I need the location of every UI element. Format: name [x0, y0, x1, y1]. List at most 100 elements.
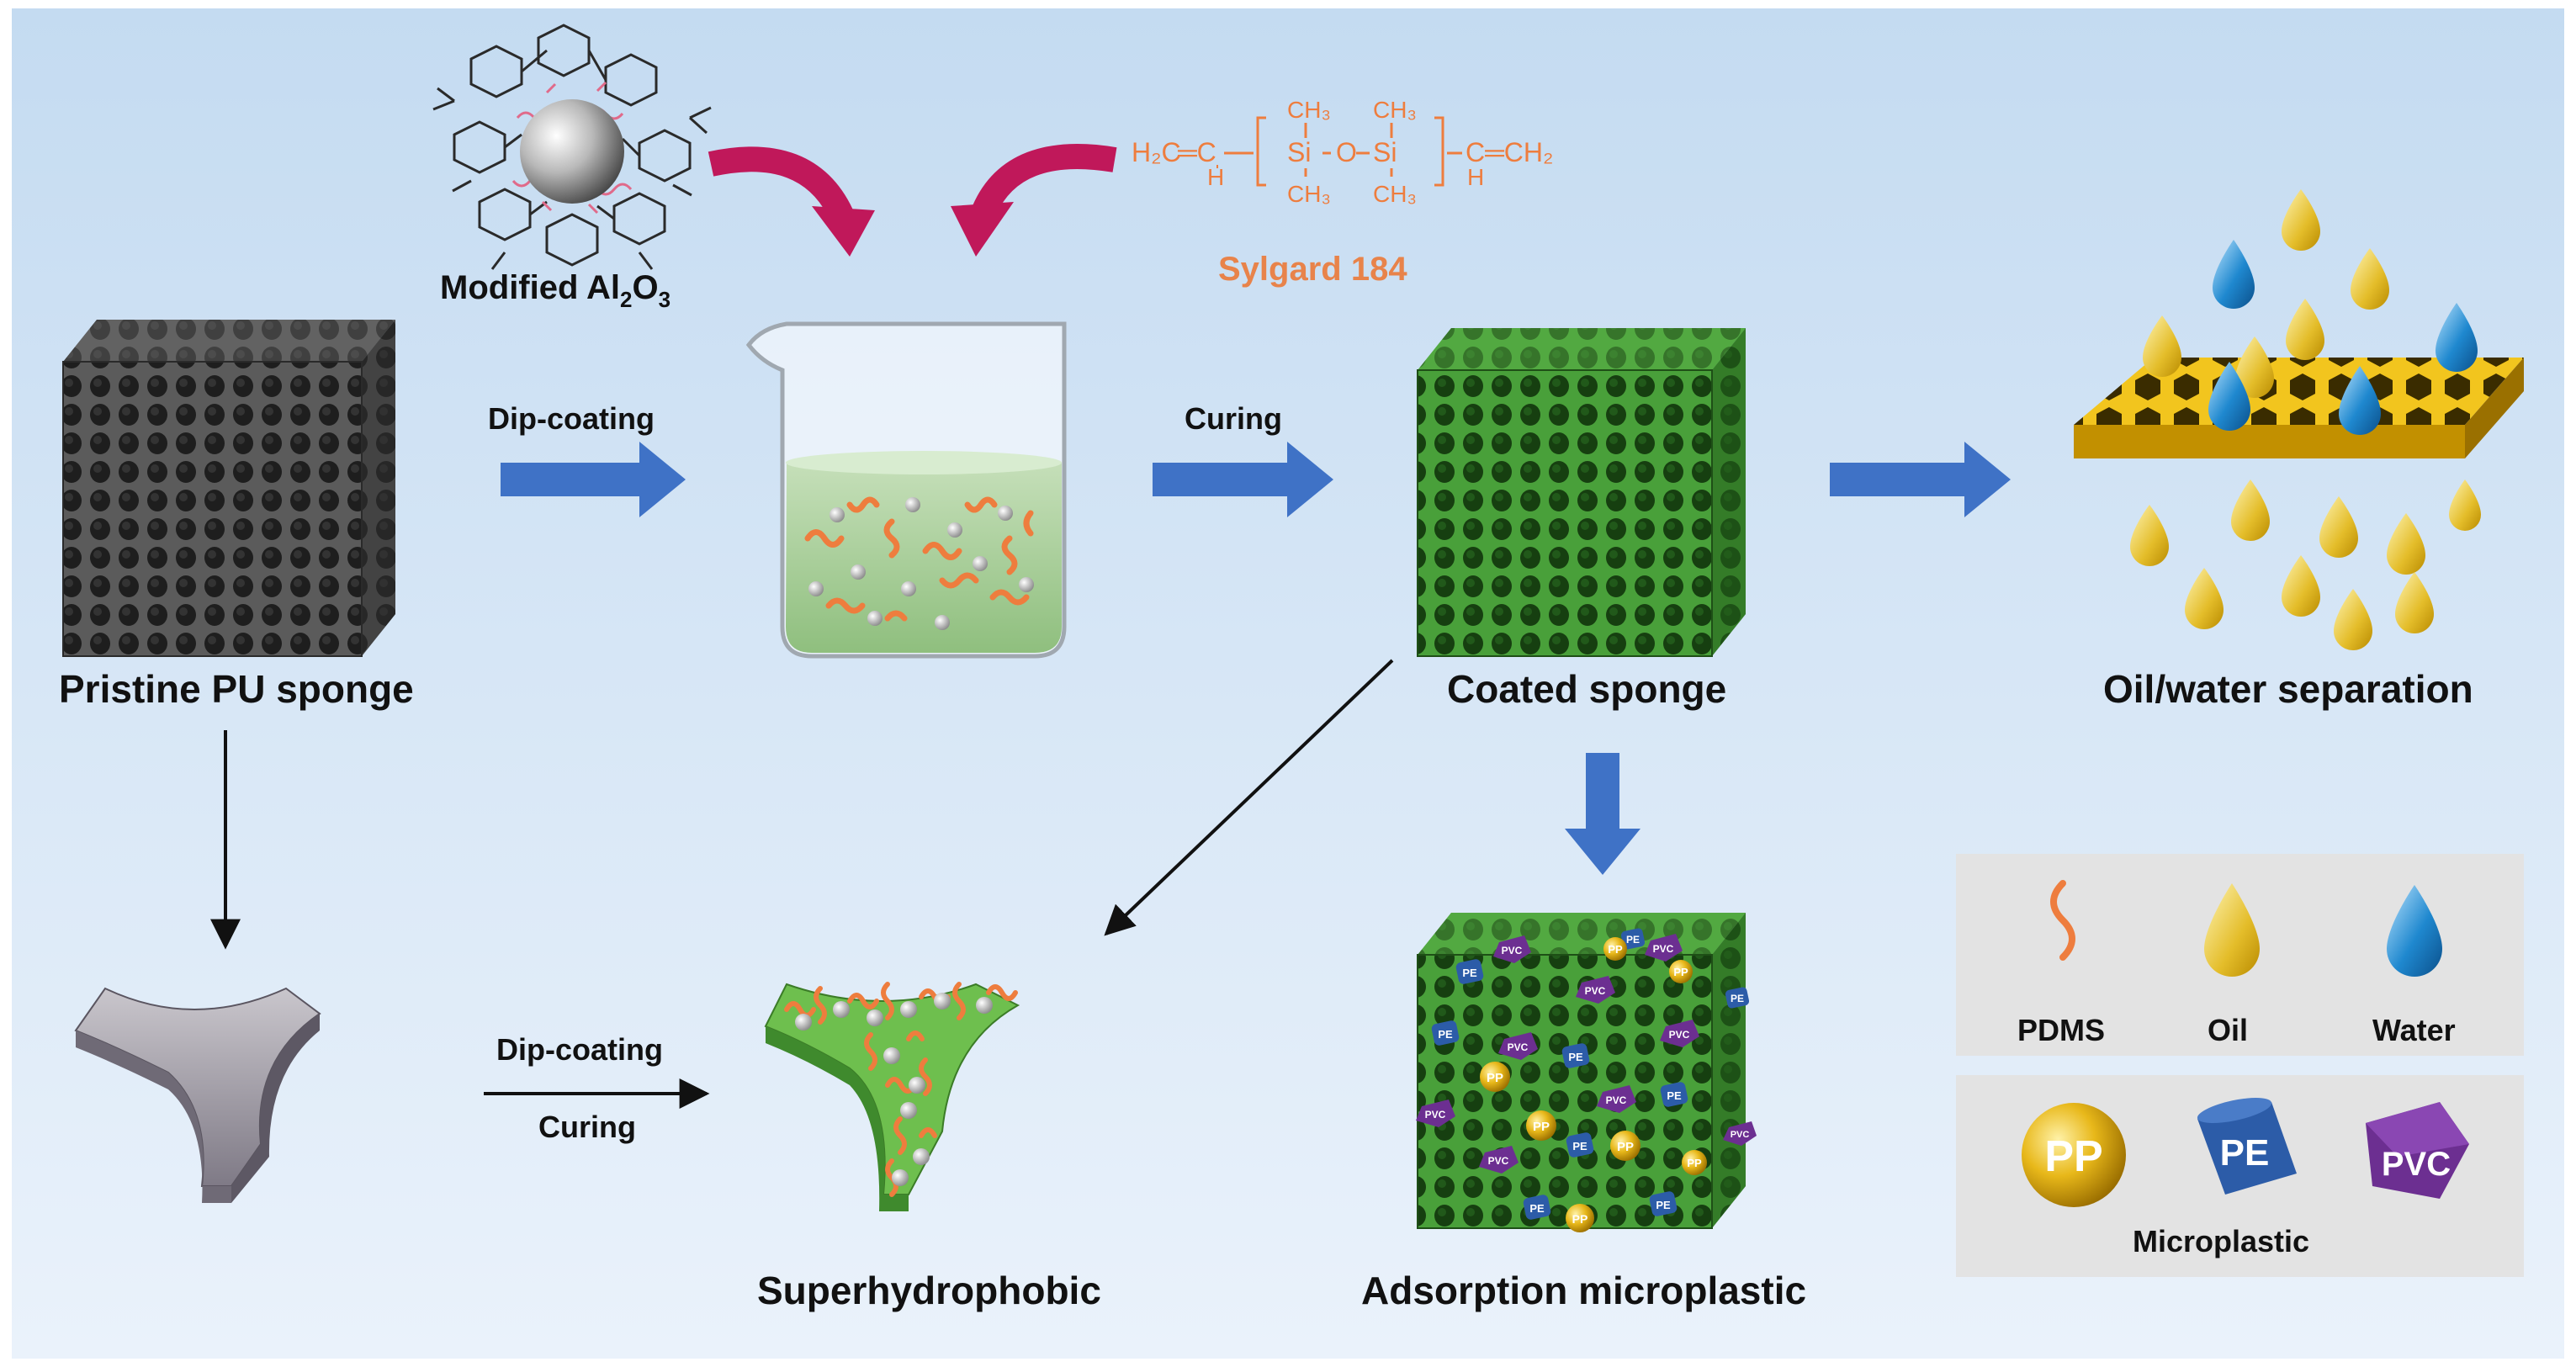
svg-text:PVC: PVC	[1502, 945, 1523, 956]
pristine-sponge-cube	[62, 320, 395, 657]
superhydrophobic-label: Superhydrophobic	[757, 1269, 1101, 1312]
pvc-particle: PVC	[1493, 935, 1531, 963]
formula-ch3-3: CH₃	[1287, 181, 1331, 207]
formula-ch3-2: CH₃	[1373, 97, 1417, 123]
pe-particle: PE	[1566, 1132, 1594, 1158]
svg-text:PE: PE	[1438, 1028, 1453, 1041]
svg-text:PVC: PVC	[1425, 1109, 1446, 1121]
svg-text:PP: PP	[1608, 943, 1623, 956]
pp-icon: PP	[2022, 1103, 2126, 1207]
arrow-coated-to-tripod	[1104, 659, 1394, 936]
formula-c2: C═CH₂	[1466, 137, 1553, 167]
pe-particle: PE	[1649, 1191, 1678, 1216]
svg-text:PE: PE	[1462, 967, 1477, 979]
pp-particle: PP	[1610, 1131, 1640, 1161]
magenta-arrow-left	[708, 146, 875, 257]
coated-sponge-cube	[1417, 328, 1746, 657]
pvc-particle: PVC	[1479, 1146, 1519, 1174]
formula-ch3-4: CH₃	[1373, 181, 1417, 207]
legend-pdms-label: PDMS	[2017, 1013, 2105, 1047]
water-drop-icon	[2387, 885, 2442, 977]
pe-particle: PE	[1660, 1082, 1688, 1107]
adsorbed-microplastics: PVC PVC PVC PVC PVC PVC PVC PVC PVC PE P…	[1416, 928, 1757, 1232]
coated-label: Coated sponge	[1447, 667, 1726, 711]
svg-text:PE: PE	[1568, 1051, 1583, 1063]
pe-particle: PE	[1725, 987, 1750, 1009]
legend-microplastic-panel: PP PE PVC Microplastic	[1956, 1075, 2524, 1277]
formula-si2: Si	[1373, 137, 1397, 167]
svg-text:PP: PP	[1617, 1140, 1634, 1154]
svg-text:PE: PE	[1667, 1089, 1682, 1102]
formula-si1: Si	[1287, 137, 1311, 167]
svg-text:PE: PE	[1731, 993, 1744, 1004]
legend-water-label: Water	[2372, 1013, 2456, 1047]
svg-text:PP: PP	[1533, 1120, 1550, 1134]
svg-text:PVC: PVC	[1731, 1130, 1750, 1140]
blue-arrow-down	[1565, 753, 1640, 875]
svg-text:PVC: PVC	[1653, 943, 1674, 955]
formula-h2c: H₂C	[1132, 137, 1181, 167]
modified-al2o3-particle	[432, 24, 712, 270]
adsorption-sponge-cube	[1417, 913, 1746, 1229]
pristine-label: Pristine PU sponge	[59, 667, 414, 711]
pp-particle: PP	[1669, 960, 1693, 983]
pe-particle: PE	[1455, 959, 1484, 984]
sylgard-label: Sylgard 184	[1218, 251, 1407, 288]
pvc-particle: PVC	[1645, 934, 1683, 962]
dip-coating-bottom-label: Dip-coating	[496, 1032, 663, 1067]
adsorption-label: Adsorption microplastic	[1361, 1269, 1806, 1312]
pvc-particle: PVC	[1597, 1085, 1636, 1113]
blue-arrow-separation	[1830, 442, 2011, 517]
svg-text:PVC: PVC	[1488, 1155, 1509, 1167]
formula-c1: ═C	[1177, 137, 1216, 167]
pe-icon: PE	[2197, 1097, 2297, 1195]
pp-particle: PP	[1603, 937, 1627, 961]
pp-particle: PP	[1526, 1110, 1556, 1141]
pp-particle: PP	[1682, 1150, 1707, 1175]
oil-water-label: Oil/water separation	[2103, 667, 2473, 711]
dip-coating-top-label: Dip-coating	[488, 401, 655, 436]
sylgard-formula: H₂C ═C H CH₃ Si CH₃ O CH₃ Si CH₃ C═CH₂ H	[1132, 97, 1553, 207]
oil-drops-mesh	[2130, 189, 2481, 650]
modified-al2o3-label: Modified Al2O3	[440, 269, 671, 312]
formula-h2: H	[1467, 164, 1484, 190]
svg-text:PVC: PVC	[1669, 1029, 1690, 1041]
svg-text:PE: PE	[1572, 1140, 1587, 1152]
coated-tripod	[764, 982, 1020, 1211]
svg-text:PP: PP	[1487, 1071, 1503, 1085]
svg-text:PE: PE	[2220, 1132, 2270, 1174]
pp-particle: PP	[1566, 1204, 1594, 1232]
pdms-icon	[2050, 880, 2075, 961]
pvc-particle: PVC	[1416, 1099, 1455, 1127]
oil-drop-icon	[2204, 883, 2260, 977]
svg-text:PVC: PVC	[1606, 1094, 1627, 1106]
pe-particle: PE	[1620, 928, 1646, 950]
svg-text:PE: PE	[1656, 1199, 1671, 1211]
pristine-tripod	[74, 987, 321, 1203]
svg-text:PVC: PVC	[2382, 1146, 2451, 1183]
svg-text:PVC: PVC	[1508, 1041, 1529, 1053]
svg-text:PP: PP	[1572, 1212, 1588, 1226]
svg-text:PE: PE	[1529, 1202, 1545, 1215]
pvc-particle: PVC	[1660, 1020, 1699, 1047]
svg-text:PP: PP	[1687, 1157, 1702, 1169]
formula-o: O	[1336, 137, 1357, 167]
separation-mesh	[2074, 358, 2524, 458]
pe-particle: PE	[1431, 1020, 1460, 1046]
magenta-arrow-right	[951, 144, 1117, 257]
water-drops-mesh	[2208, 240, 2478, 435]
pe-particle: PE	[1561, 1043, 1590, 1068]
svg-text:PP: PP	[1673, 966, 1688, 978]
blue-arrow-dip-coating	[501, 442, 686, 517]
pe-particle: PE	[1523, 1195, 1551, 1220]
curing-top-label: Curing	[1185, 401, 1282, 436]
formula-ch3-1: CH₃	[1287, 97, 1331, 123]
beaker	[745, 321, 1067, 659]
formula-h1: H	[1207, 164, 1224, 190]
legend-microplastic-label: Microplastic	[2133, 1224, 2309, 1258]
svg-text:PVC: PVC	[1585, 985, 1606, 997]
pvc-icon: PVC	[2366, 1102, 2469, 1199]
legend-oil-label: Oil	[2208, 1013, 2248, 1047]
legend-liquids-panel: PDMS Oil Water	[1956, 854, 2524, 1056]
